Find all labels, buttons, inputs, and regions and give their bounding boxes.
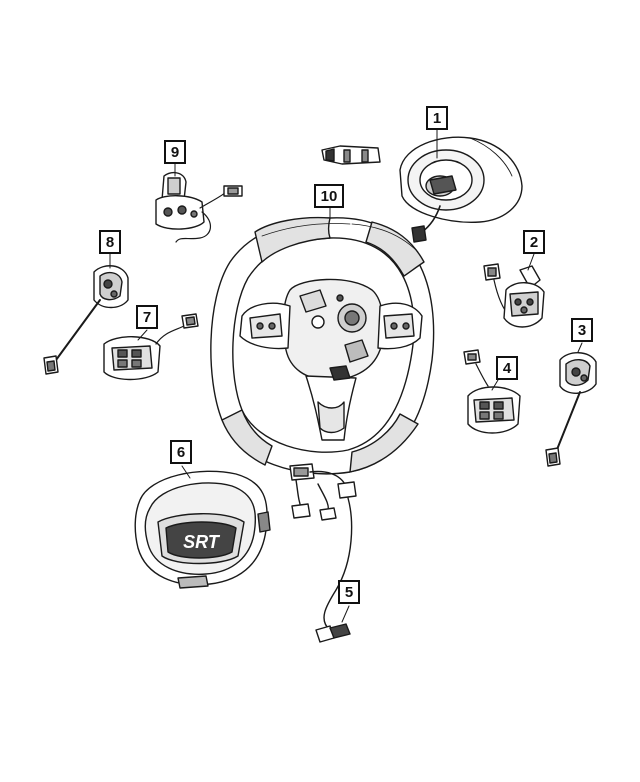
callout-8: 8 [99, 230, 121, 254]
steering-switch-9 [155, 171, 243, 243]
callout-4: 4 [496, 356, 518, 380]
steering-switch-7 [103, 313, 199, 381]
wiring-harness [289, 463, 357, 643]
driver-airbag: SRT [134, 470, 271, 589]
callout-9: 9 [164, 140, 186, 164]
clockspring-assembly [321, 136, 523, 243]
steering-switch-3 [545, 352, 597, 467]
callout-10: 10 [314, 184, 344, 208]
callout-5: 5 [338, 580, 360, 604]
callout-7: 7 [136, 305, 158, 329]
callout-6: 6 [170, 440, 192, 464]
steering-switch-2 [483, 263, 545, 328]
callout-2: 2 [523, 230, 545, 254]
steering-wheel [210, 216, 435, 475]
steering-switch-8 [43, 265, 129, 375]
callout-1: 1 [426, 106, 448, 130]
steering-switch-4 [463, 349, 521, 434]
airbag-logo: SRT [183, 532, 221, 552]
callout-3: 3 [571, 318, 593, 342]
leader-lines [109, 129, 583, 623]
